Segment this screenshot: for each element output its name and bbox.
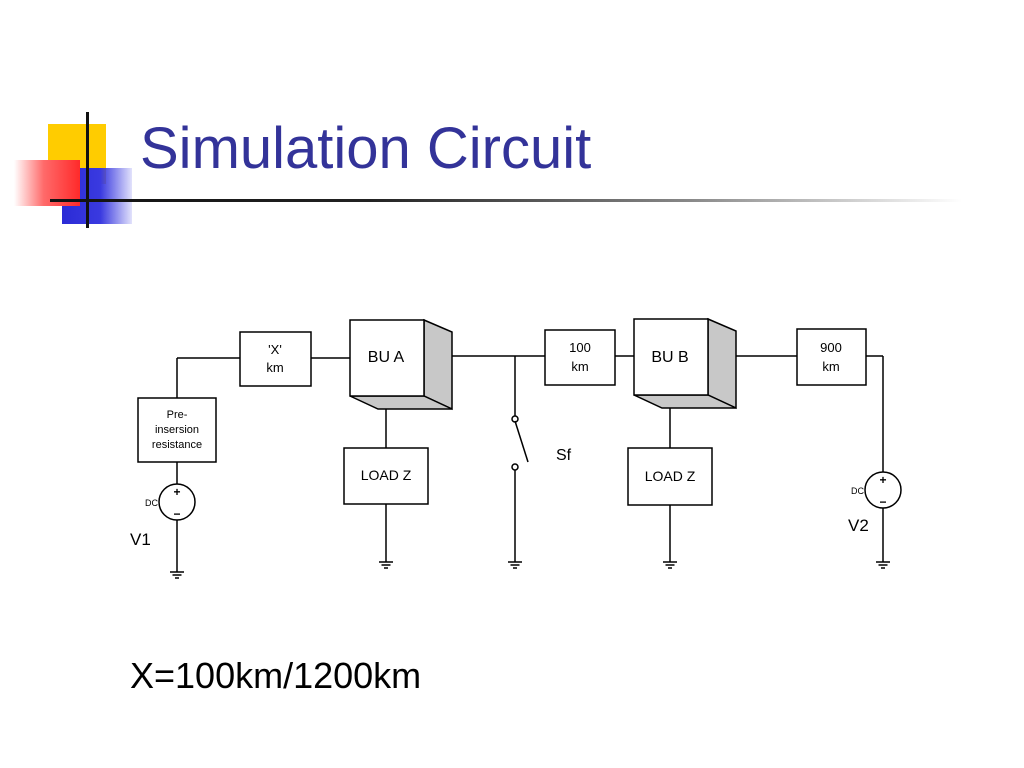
dc-source-v1-type: DC [145, 498, 158, 508]
minus-icon: − [173, 507, 180, 521]
bu-b-block: BU B [633, 317, 737, 410]
ground-icon [663, 561, 677, 569]
bu-b-front [633, 318, 709, 396]
line-100-km: 100 km [544, 329, 616, 386]
pre-insertion-line-2: insersion [155, 424, 199, 436]
line-x-box [239, 331, 312, 387]
switch-label: Sf [556, 447, 572, 464]
ground-icon [508, 561, 522, 569]
bu-a-label: BU A [368, 349, 405, 366]
line-x-km: 'X' km [239, 331, 312, 387]
dc-source-v1: + − DC V1 [130, 483, 196, 549]
bu-b-side [707, 317, 737, 410]
plus-icon: + [173, 485, 180, 499]
minus-icon: − [879, 495, 886, 509]
plus-icon: + [879, 473, 886, 487]
dc-source-v2-circle [864, 471, 902, 509]
ground-icon [379, 561, 393, 569]
ground-icon [170, 571, 184, 579]
decor-red-square [14, 160, 80, 206]
title-underline [50, 199, 962, 202]
decor-vertical-line [86, 112, 89, 228]
line-x-label: 'X' [268, 342, 282, 357]
line-100-label: 100 [569, 340, 591, 355]
grounds [170, 561, 890, 579]
dc-source-v2-label: V2 [848, 516, 869, 535]
dc-source-v2-type: DC [851, 486, 864, 496]
load-b-label: LOAD Z [645, 468, 696, 484]
load-z-a: LOAD Z [343, 447, 429, 505]
load-a-box [343, 447, 429, 505]
switch-contact [511, 463, 519, 471]
switch-sf: Sf [511, 415, 572, 471]
pre-insertion-line-1: Pre- [167, 409, 188, 421]
load-z-b: LOAD Z [627, 447, 713, 506]
dc-source-v2: + − DC V2 [848, 471, 902, 535]
bu-a-side [423, 318, 453, 411]
line-900-unit: km [822, 359, 839, 374]
distance-formula: X=100km/1200km [130, 655, 422, 696]
line-900-km: 900 km [796, 328, 867, 386]
pre-insertion-box [137, 397, 217, 463]
line-900-label: 900 [820, 340, 842, 355]
line-x-unit: km [266, 360, 283, 375]
dc-source-v1-circle [158, 483, 196, 521]
slide-title: Simulation Circuit [140, 116, 592, 181]
load-a-label: LOAD Z [361, 467, 412, 483]
bu-a-block: BU A [349, 318, 453, 411]
dc-source-v1-label: V1 [130, 530, 151, 549]
bu-b-label: BU B [651, 349, 688, 366]
line-100-unit: km [571, 359, 588, 374]
pre-insertion-resistance: Pre- insersion resistance [137, 397, 217, 463]
pre-insertion-line-3: resistance [152, 439, 202, 451]
line-100-box [544, 329, 616, 386]
line-900-box [796, 328, 867, 386]
load-b-box [627, 447, 713, 506]
wires [176, 355, 884, 572]
switch-blade [514, 420, 529, 463]
ground-icon [876, 561, 890, 569]
bu-a-front [349, 319, 425, 397]
